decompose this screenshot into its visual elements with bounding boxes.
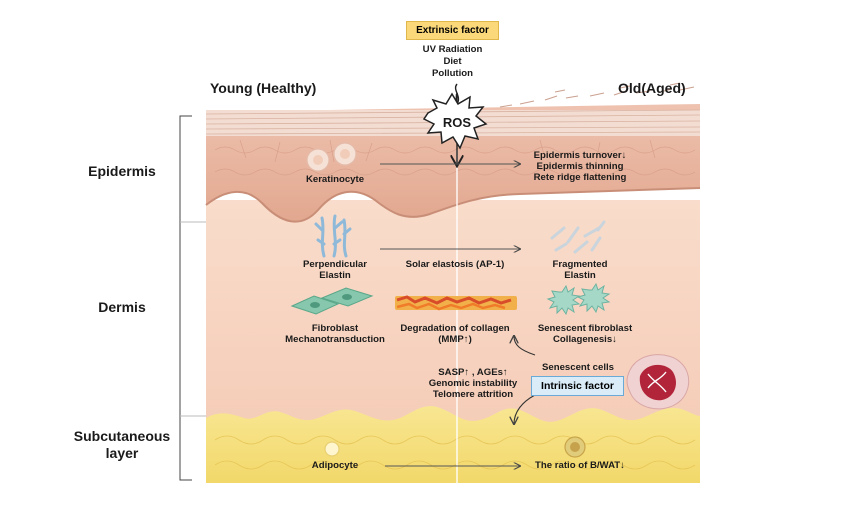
bwat-ratio-label: The ratio of B/WAT↓: [535, 460, 625, 471]
collagen-strip: [395, 295, 517, 311]
adipocyte-icon: [324, 441, 340, 457]
aged-adipocyte-icon: [564, 436, 586, 458]
perpendicular-elastin-icon: [314, 214, 352, 258]
process-arrows: [380, 164, 520, 466]
senescent-fibroblast-label: Senescent fibroblast Collagenesis↓: [537, 323, 633, 345]
fibroblast-icon: [290, 287, 374, 315]
solar-elastosis-label: Solar elastosis (AP-1): [405, 259, 505, 270]
senescent-fibroblast-icon: [546, 282, 611, 316]
extrinsic-item: UV Radiation: [422, 44, 483, 55]
subcutaneous-label: Subcutaneous layer: [73, 428, 171, 461]
epidermis-aged-text: Epidermis turnover↓ Epidermis thinning R…: [533, 150, 627, 183]
extrinsic-arrow: [454, 83, 459, 104]
extrinsic-factor-box: Extrinsic factor: [406, 21, 499, 40]
intrinsic-factor-box: Intrinsic factor: [531, 376, 624, 396]
fragmented-elastin-label: Fragmented Elastin: [552, 259, 608, 281]
young-header: Young (Healthy): [210, 80, 317, 96]
keratinocyte-label: Keratinocyte: [305, 174, 365, 185]
flaking-scales: [499, 82, 695, 108]
senescent-cell-dna-icon: [626, 354, 690, 410]
ros-burst: [422, 92, 488, 150]
old-header: Old(Aged): [618, 80, 686, 96]
fibroblast-label: Fibroblast Mechanotransduction: [285, 323, 385, 345]
layer-brackets: [179, 115, 206, 481]
subcutaneous-region: [206, 406, 700, 483]
intrinsic-down-arrow: [514, 394, 536, 424]
ros-label: ROS: [442, 115, 472, 130]
intrinsic-items: SASP↑ , AGEs↑ Genomic instability Telome…: [428, 367, 518, 400]
collagen-degradation-label: Degradation of collagen (MMP↑): [400, 323, 510, 345]
senescent-cells-label: Senescent cells: [542, 362, 614, 373]
epidermis-cell-texture: [214, 139, 696, 176]
adipocyte-label: Adipocyte: [311, 460, 359, 471]
intrinsic-up-arrow: [514, 336, 536, 356]
epidermis-label: Epidermis: [88, 163, 156, 179]
extrinsic-item: Pollution: [431, 68, 474, 79]
fat-cell-texture: [214, 435, 696, 470]
dermis-label: Dermis: [98, 299, 146, 315]
keratinocyte-icon: [306, 142, 357, 172]
extrinsic-item: Diet: [443, 56, 462, 67]
epidermis-boundary: [205, 187, 701, 223]
fragmented-elastin-icon: [550, 220, 606, 254]
perpendicular-elastin-label: Perpendicular Elastin: [303, 259, 367, 281]
